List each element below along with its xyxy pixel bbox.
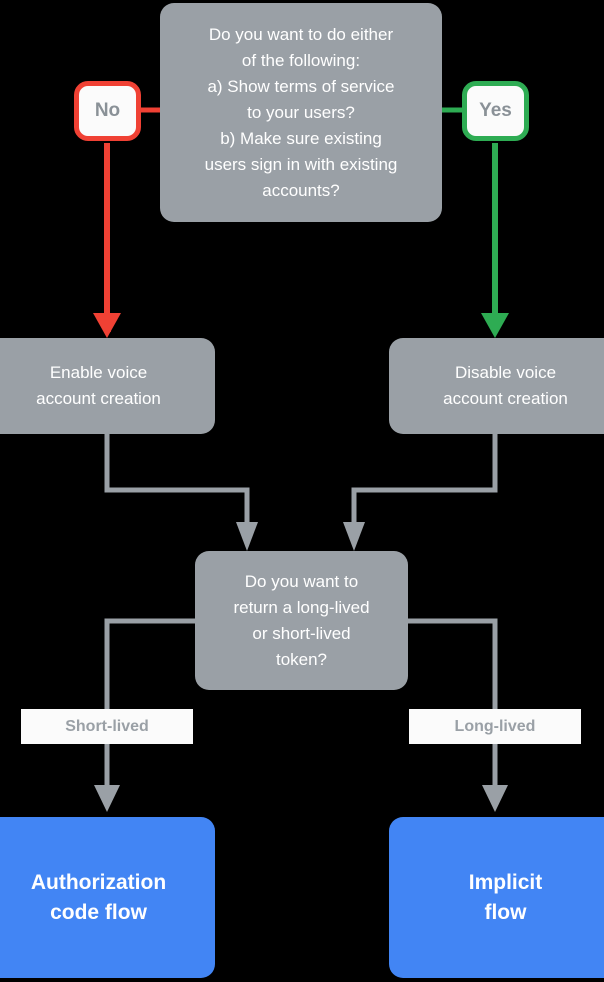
arrowhead-token-to-authorization xyxy=(94,785,120,812)
edge-disable-to-token xyxy=(351,434,498,528)
arrowhead-enable-to-token xyxy=(236,522,258,551)
badge-yes[interactable]: Yes xyxy=(462,81,529,141)
node-question-terms: Do you want to do either of the followin… xyxy=(160,3,442,222)
edge-token-to-implicit xyxy=(408,618,498,790)
edge-label-long-lived: Long-lived xyxy=(409,709,581,744)
node-question-terms-label: Do you want to do either of the followin… xyxy=(204,24,398,200)
badge-yes-label: Yes xyxy=(479,100,512,121)
node-disable-voice-label: Disable voice account creation xyxy=(443,363,568,408)
node-question-token-label: Do you want to return a long-lived or sh… xyxy=(233,571,370,669)
arrowhead-disable-to-token xyxy=(343,522,365,551)
node-enable-voice-label: Enable voice account creation xyxy=(36,363,161,408)
arrowhead-token-to-implicit xyxy=(482,785,508,812)
arrowhead-no-to-enable xyxy=(93,313,121,338)
node-disable-voice: Disable voice account creation xyxy=(389,338,604,434)
edge-label-long-lived-text: Long-lived xyxy=(454,717,536,735)
arrowhead-yes-to-disable xyxy=(481,313,509,338)
node-implicit-flow: Implicit flow xyxy=(389,817,604,978)
node-authorization-code-flow-label: Authorization code flow xyxy=(30,870,167,924)
node-implicit-flow-label: Implicit flow xyxy=(468,870,543,924)
node-authorization-code-flow: Authorization code flow xyxy=(0,817,215,978)
node-enable-voice: Enable voice account creation xyxy=(0,338,215,434)
badge-no-label: No xyxy=(94,100,121,121)
edge-token-to-authorization xyxy=(104,618,195,790)
edge-label-short-lived-text: Short-lived xyxy=(65,717,149,735)
edge-enable-to-token xyxy=(104,434,250,528)
node-question-token: Do you want to return a long-lived or sh… xyxy=(195,551,408,690)
badge-no[interactable]: No xyxy=(74,81,141,141)
edge-label-short-lived: Short-lived xyxy=(21,709,193,744)
